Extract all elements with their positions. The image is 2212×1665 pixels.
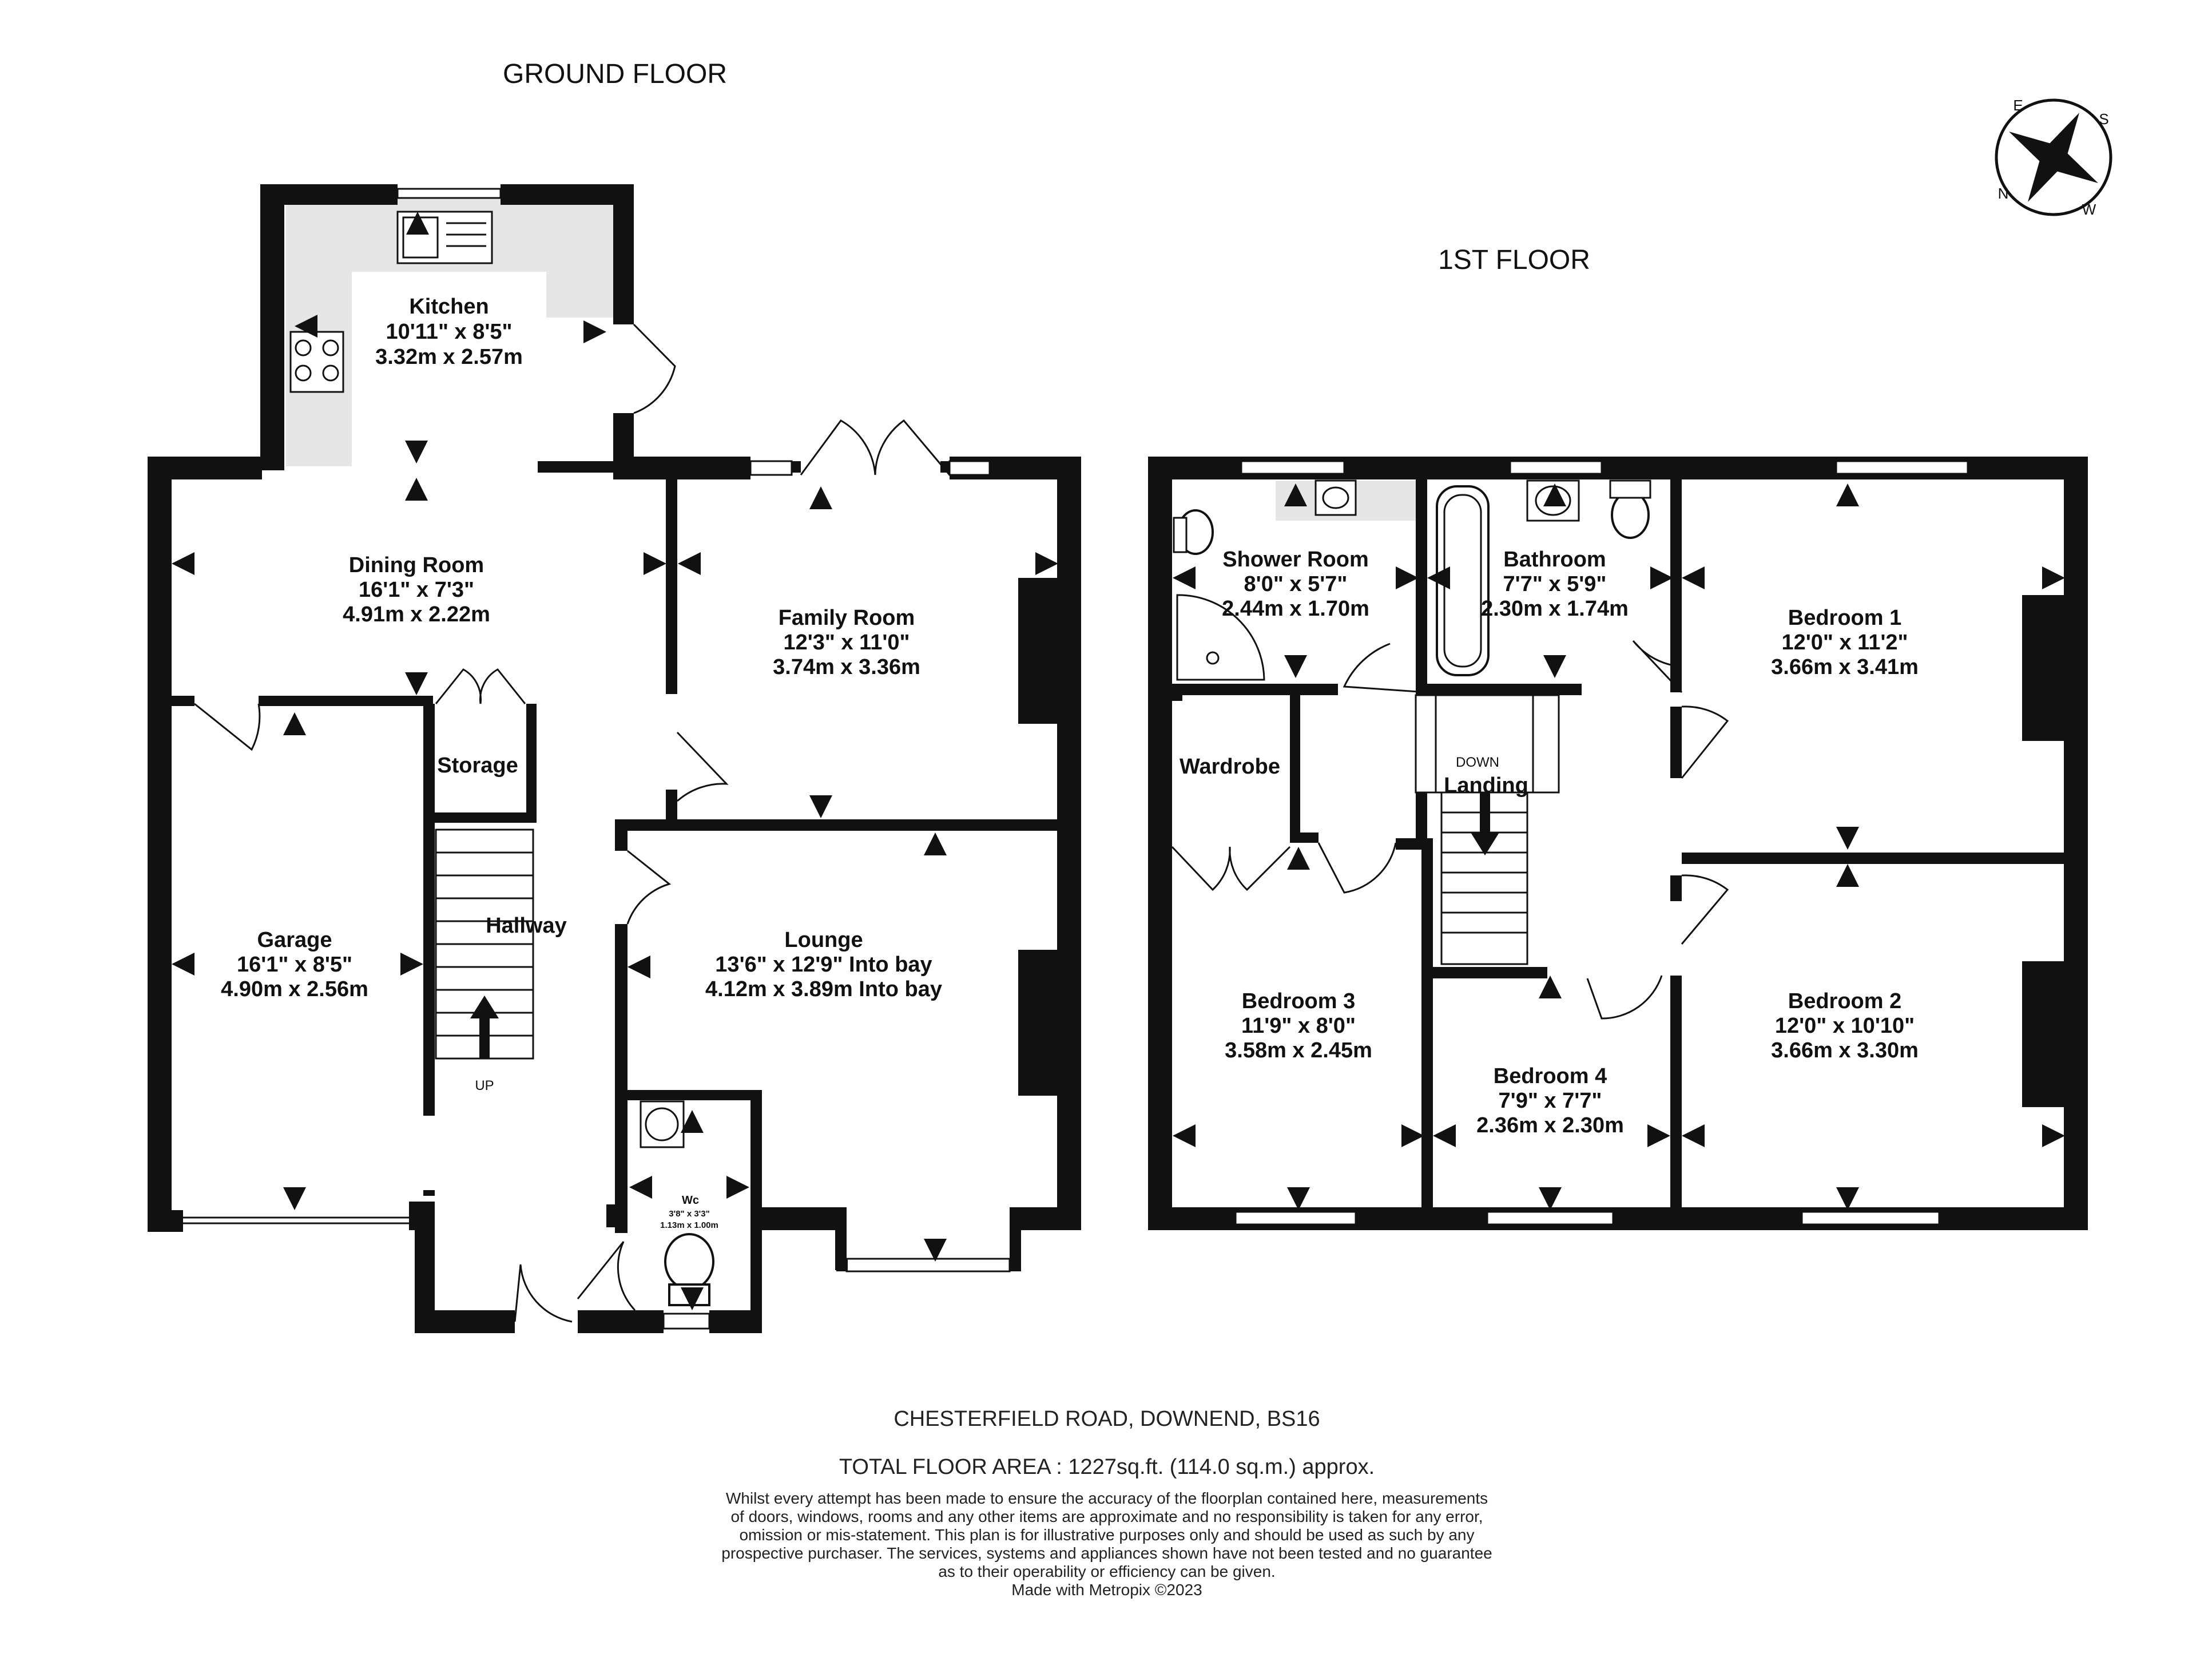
shower-name: Shower Room xyxy=(1222,548,1368,572)
bathroom-metric: 2.30m x 1.74m xyxy=(1481,597,1629,621)
wc-name: Wc xyxy=(682,1194,699,1207)
dining-name: Dining Room xyxy=(349,553,484,577)
address: CHESTERFIELD ROAD, DOWNEND, BS16 xyxy=(893,1407,1320,1431)
bedroom4-imperial: 7'9" x 7'7" xyxy=(1499,1089,1602,1113)
bedroom1-name: Bedroom 1 xyxy=(1788,606,1901,630)
wc-metric: 1.13m x 1.00m xyxy=(660,1220,718,1230)
ground-floor-plan: Kitchen 10'11" x 8'5" 3.32m x 2.57m Dini… xyxy=(148,184,1081,1333)
bathroom-imperial: 7'7" x 5'9" xyxy=(1503,572,1607,596)
dining-metric: 4.91m x 2.22m xyxy=(343,602,490,627)
bedroom2-imperial: 12'0" x 10'10" xyxy=(1775,1014,1915,1038)
lounge-metric: 4.12m x 3.89m Into bay xyxy=(705,977,942,1001)
first-stairs xyxy=(1415,694,1560,965)
bedroom4-metric: 2.36m x 2.30m xyxy=(1476,1113,1624,1137)
garage-metric: 4.90m x 2.56m xyxy=(221,977,368,1001)
family-imperial: 12'3" x 11'0" xyxy=(783,631,910,655)
disclaimer-line-2: of doors, windows, rooms and any other i… xyxy=(730,1508,1483,1525)
bedroom4-name: Bedroom 4 xyxy=(1494,1064,1607,1088)
bedroom1-metric: 3.66m x 3.41m xyxy=(1771,655,1919,679)
lounge-name: Lounge xyxy=(784,928,863,952)
family-metric: 3.74m x 3.36m xyxy=(773,655,920,679)
bedroom3-name: Bedroom 3 xyxy=(1242,989,1355,1013)
bedroom1-imperial: 12'0" x 11'2" xyxy=(1781,631,1908,655)
compass-e: E xyxy=(2013,97,2023,114)
garage-name: Garage xyxy=(257,928,332,952)
kitchen-imperial: 10'11" x 8'5" xyxy=(386,320,512,344)
disclaimer-line-4: prospective purchaser. The services, sys… xyxy=(721,1544,1492,1562)
shower-imperial: 8'0" x 5'7" xyxy=(1244,572,1348,596)
stairs-up-label: UP xyxy=(475,1078,494,1093)
bedroom3-metric: 3.58m x 2.45m xyxy=(1225,1038,1372,1063)
compass-s: S xyxy=(2099,110,2108,128)
disclaimer-line-1: Whilst every attempt has been made to en… xyxy=(726,1489,1488,1507)
first-floor-plan: Shower Room 8'0" x 5'7" 2.44m x 1.70m Ba… xyxy=(1148,457,2088,1230)
lounge-imperial: 13'6" x 12'9" Into bay xyxy=(715,953,932,977)
storage-name: Storage xyxy=(437,754,518,778)
bedroom2-name: Bedroom 2 xyxy=(1788,989,1901,1013)
compass-w: W xyxy=(2082,201,2096,218)
shower-metric: 2.44m x 1.70m xyxy=(1222,597,1369,621)
landing-name: Landing xyxy=(1444,774,1528,798)
bedroom2-metric: 3.66m x 3.30m xyxy=(1771,1038,1919,1063)
wardrobe-name: Wardrobe xyxy=(1180,755,1280,779)
ground-stairs xyxy=(435,828,534,1060)
wc-imperial: 3'8" x 3'3" xyxy=(669,1209,709,1219)
first-floor-title: 1ST FLOOR xyxy=(1438,245,1590,275)
disclaimer-line-5: as to their operability or efficiency ca… xyxy=(938,1563,1275,1580)
stairs-down-label: DOWN xyxy=(1456,755,1499,770)
disclaimer-line-3: omission or mis-statement. This plan is … xyxy=(739,1526,1474,1544)
compass-rose: N E S W xyxy=(1995,97,2112,218)
kitchen-metric: 3.32m x 2.57m xyxy=(375,345,523,369)
footer: CHESTERFIELD ROAD, DOWNEND, BS16 TOTAL F… xyxy=(721,1407,1492,1599)
total-floor-area: TOTAL FLOOR AREA : 1227sq.ft. (114.0 sq.… xyxy=(839,1455,1375,1479)
ground-floor-title: GROUND FLOOR xyxy=(503,59,727,89)
family-name: Family Room xyxy=(779,606,915,630)
kitchen-name: Kitchen xyxy=(409,295,489,319)
bathroom-name: Bathroom xyxy=(1503,548,1606,572)
garage-imperial: 16'1" x 8'5" xyxy=(237,953,352,977)
hallway-name: Hallway xyxy=(486,914,567,938)
bedroom3-imperial: 11'9" x 8'0" xyxy=(1241,1014,1356,1038)
compass-n: N xyxy=(1998,185,2009,202)
credit: Made with Metropix ©2023 xyxy=(1011,1581,1202,1599)
dining-imperial: 16'1" x 7'3" xyxy=(359,578,474,602)
kitchen-units xyxy=(286,195,618,466)
